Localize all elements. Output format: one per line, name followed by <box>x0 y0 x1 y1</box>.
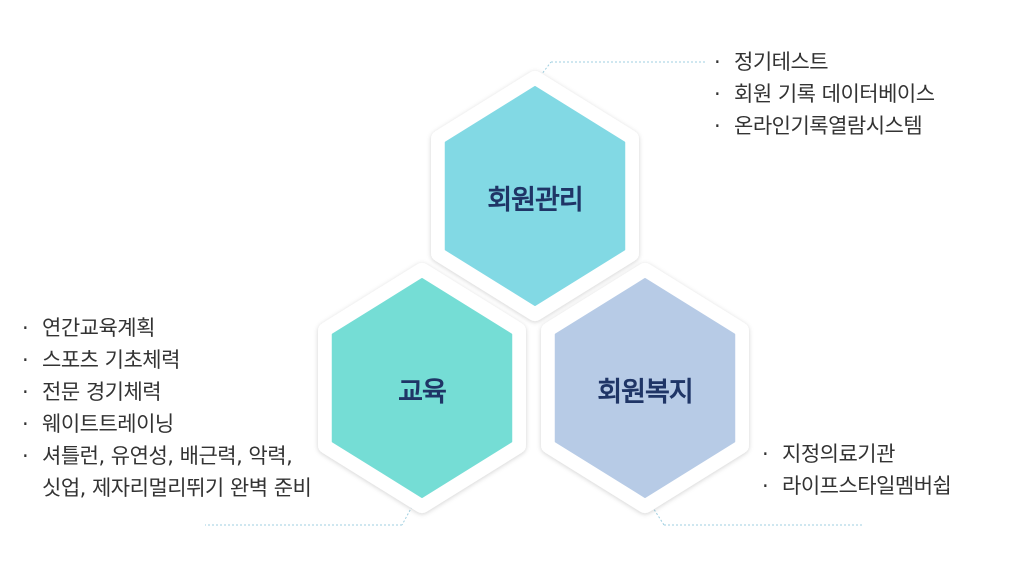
education-list: 연간교육계획 스포츠 기초체력 전문 경기체력 웨이트트레이닝 셔틀런, 유연성… <box>22 312 312 504</box>
hexagon-education <box>318 263 526 513</box>
list-item: 정기테스트 <box>714 46 935 78</box>
list-item: 회원 기록 데이터베이스 <box>714 78 935 110</box>
list-item: 셔틀런, 유연성, 배근력, 악력, <box>22 440 311 472</box>
welfare-list: 지정의료기관 라이프스타일멤버쉽 <box>762 438 952 502</box>
connector-membership <box>537 61 706 80</box>
hexagon-membership <box>431 71 639 321</box>
list-item: 싯업, 제자리멀리뛰기 완벽 준비 <box>42 476 312 500</box>
welfare-title: 회원복지 <box>597 377 693 408</box>
list-item: 연간교육계획 <box>22 312 311 344</box>
list-item: 온라인기록열람시스템 <box>714 110 935 142</box>
list-item: 스포츠 기초체력 <box>22 344 311 376</box>
list-item: 전문 경기체력 <box>22 376 311 408</box>
connector-welfare <box>649 502 862 526</box>
list-item: 라이프스타일멤버쉽 <box>762 470 952 502</box>
membership-title: 회원관리 <box>487 185 583 216</box>
education-title: 교육 <box>398 377 447 408</box>
membership-list: 정기테스트 회원 기록 데이터베이스 온라인기록열람시스템 <box>714 46 935 142</box>
connector-education <box>205 502 415 526</box>
list-item: 지정의료기관 <box>762 438 951 470</box>
hexagon-welfare <box>541 263 749 513</box>
list-item: 웨이트트레이닝 <box>22 408 311 440</box>
